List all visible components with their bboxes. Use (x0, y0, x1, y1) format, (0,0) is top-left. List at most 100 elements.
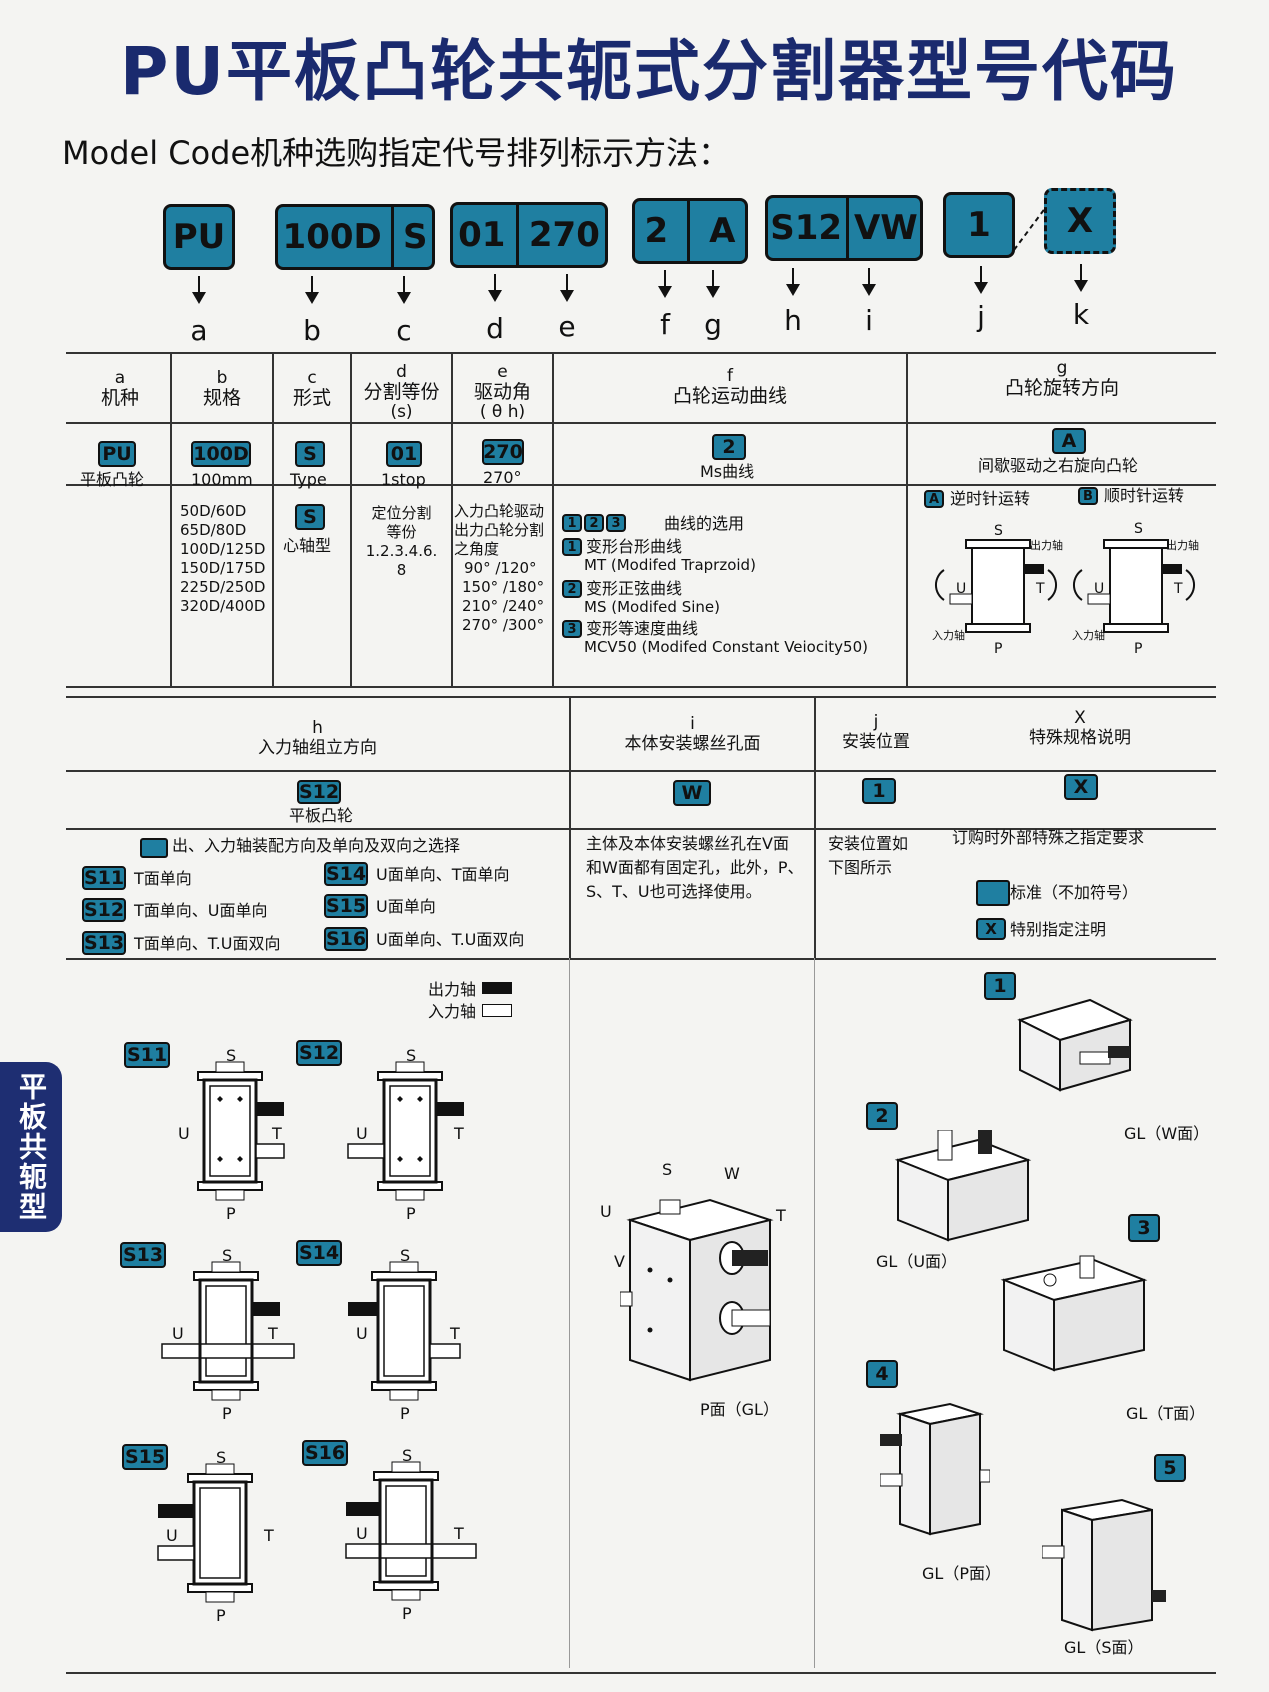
rot2-out: 出力轴 (1166, 539, 1199, 552)
page-subtitle: Model Code机种选购指定代号排列标示方法： (62, 134, 731, 172)
badge-h: S12 (297, 780, 341, 804)
letter-f: f (660, 308, 670, 341)
table2-bottom-line (66, 958, 1216, 960)
legend-in-swatch (482, 1004, 512, 1017)
s16-label-p: P (402, 1604, 412, 1623)
value-b: 100mm (191, 470, 253, 489)
position-5-caption: GL（S面） (1064, 1638, 1144, 1657)
arrow-d (488, 274, 502, 302)
center-label-s: S (662, 1160, 673, 1179)
table1-header-line (66, 422, 1216, 424)
curve-3-cn: 变形等速度曲线 (586, 619, 699, 638)
value-f: Ms曲线 (700, 462, 755, 481)
badge-a: PU (98, 441, 136, 467)
letter-e: e (558, 310, 576, 343)
badge-d: 01 (386, 441, 422, 467)
s12-label-s: S (406, 1046, 417, 1065)
opt-s11-badge: S11 (82, 866, 126, 890)
opt-s12-badge: S12 (82, 898, 126, 922)
letter-a: a (190, 314, 208, 347)
letter-k: k (1072, 298, 1090, 331)
opt-s14-badge: S14 (324, 862, 368, 886)
s12-label-t: T (454, 1124, 464, 1143)
s11-label-p: P (226, 1204, 236, 1223)
letter-c: c (396, 314, 412, 347)
badge-e: 270 (482, 439, 524, 465)
legend-out-swatch (482, 982, 512, 994)
schematic-s13 (161, 1261, 295, 1401)
rot1-out: 出力轴 (1030, 539, 1063, 552)
rot2-s: S (1134, 521, 1143, 537)
s11-label-s: S (226, 1046, 237, 1065)
position-2-caption: GL（U面） (876, 1252, 958, 1271)
s16-label-s: S (402, 1446, 413, 1465)
position-4-badge: 4 (866, 1360, 898, 1388)
center-caption: P面（GL） (700, 1400, 779, 1419)
legend-out-label: 出力轴 (428, 980, 477, 999)
curve-3-badge: 3 (562, 620, 582, 638)
value-e: 270° (483, 468, 522, 487)
position-1-unit (1017, 998, 1133, 1092)
table2-col-line-2 (814, 696, 816, 958)
value-g: 间歇驱动之右旋向凸轮 (978, 456, 1139, 475)
diagram-s11-badge: S11 (124, 1042, 170, 1068)
position-2-badge: 2 (866, 1102, 898, 1130)
letter-j: j (977, 300, 985, 333)
rot1-p: P (994, 641, 1003, 657)
arrow-i (862, 268, 876, 296)
arrow-b (305, 276, 319, 304)
table1-col-line-5 (552, 352, 554, 686)
s11-label-u: U (178, 1124, 190, 1143)
code-box-x: X (1044, 188, 1116, 254)
curve-2-en: MS (Modifed Sine) (584, 598, 720, 616)
diagram-s16-badge: S16 (302, 1440, 348, 1466)
table1-col-line-2 (272, 352, 274, 686)
s14-label-p: P (400, 1404, 410, 1423)
letter-g: g (704, 308, 722, 341)
value-h: 平板凸轮 (289, 806, 354, 825)
opt-s15-text: U面单向 (376, 897, 436, 916)
badge-c: S (295, 441, 325, 467)
curve-2-cn: 变形正弦曲线 (586, 579, 683, 598)
arrow-c (397, 276, 411, 304)
rotation-cw-diagram (1073, 539, 1195, 633)
position-2-unit (894, 1130, 1032, 1242)
table1-row-line (66, 484, 1216, 486)
value-d: 1stop (381, 470, 426, 489)
desc-i: 主体及本体安装螺丝孔在V面和W面都有固定孔，此外，P、S、T、U也可选择使用。 (586, 834, 804, 901)
arrow-k (1074, 264, 1088, 292)
rot1-in: 入力轴 (932, 629, 965, 642)
curve-1-cn: 变形台形曲线 (586, 537, 683, 556)
desc-x: 订购时外部特殊之指定要求 (952, 828, 1145, 847)
letter-i: i (865, 304, 873, 337)
rotation-b-label: 顺时针运转 (1104, 486, 1185, 505)
table2-row-line (66, 828, 1216, 830)
center-isometric-unit (620, 1198, 774, 1382)
s15-label-s: S (216, 1448, 227, 1467)
curve-num-3: 3 (606, 514, 626, 532)
rot1-t: T (1036, 581, 1045, 597)
center-label-t: T (776, 1206, 786, 1225)
diagram-divider-1 (569, 958, 570, 1668)
s13-label-u: U (172, 1324, 184, 1343)
desc-e: 入力凸轮驱动出力凸轮分割之角度 90° /120°150° /180° 210°… (454, 502, 545, 634)
rotation-a-label: 逆时针运转 (950, 489, 1031, 508)
desc-j: 安装位置如下图所示 (828, 834, 909, 877)
rot1-s: S (994, 523, 1003, 539)
rotation-b-badge: B (1078, 487, 1098, 505)
value-a: 平板凸轮 (80, 470, 145, 489)
arrow-a (192, 276, 206, 304)
curve-num-2: 2 (584, 514, 604, 532)
curve-num-1: 1 (562, 514, 582, 532)
center-label-u: U (600, 1202, 612, 1221)
h-note: 出、入力轴装配方向及单向及双向之选择 (172, 836, 461, 855)
page-title: PU平板凸轮共轭式分割器型号代码 (120, 33, 1178, 110)
s14-label-u: U (356, 1324, 368, 1343)
